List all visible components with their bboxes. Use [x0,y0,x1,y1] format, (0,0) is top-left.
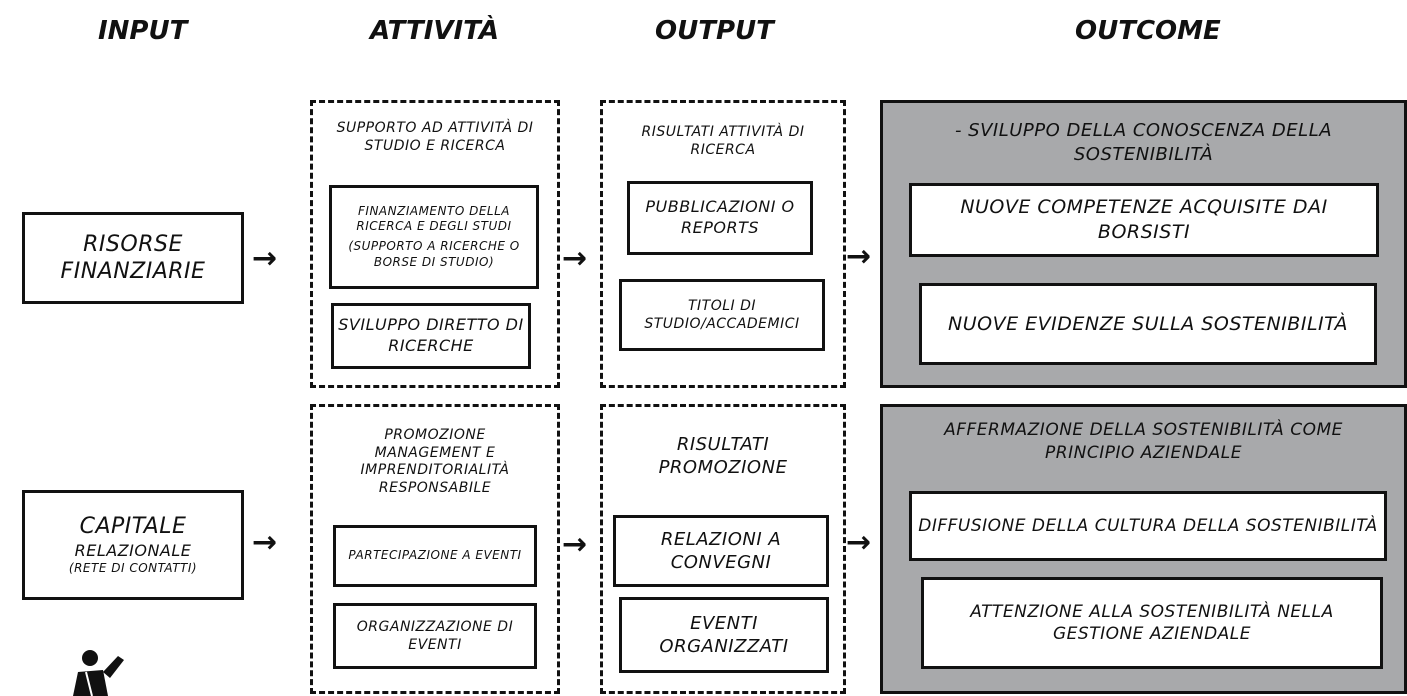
output-relazioni-convegni: RELAZIONI A CONVEGNI [613,515,829,587]
eventi-organizzati-label: EVENTI ORGANIZZATI [659,612,789,657]
output-ricerca-title: RISULTATI ATTIVITÀ DI RICERCA [641,124,805,159]
output-eventi-organizzati: EVENTI ORGANIZZATI [619,597,829,673]
activity-group-promozione: PROMOZIONE MANAGEMENT E IMPRENDITORIALIT… [310,404,560,694]
outcome-attenzione-gestione: ATTENZIONE ALLA SOSTENIBILITÀ NELLA GEST… [921,577,1383,669]
outcome-nuove-competenze: NUOVE COMPETENZE ACQUISITE DAI BORSISTI [909,183,1379,257]
nuove-competenze-label: NUOVE COMPETENZE ACQUISITE DAI BORSISTI [960,196,1328,243]
input-risorse-finanziarie-label: RISORSE FINANZIARIE [60,231,206,285]
outcome-conoscenza-title: - SVILUPPO DELLA CONOSCENZA DELLA SOSTEN… [954,120,1333,166]
activity-partecipazione-eventi: PARTECIPAZIONE A EVENTI [333,525,537,587]
arrow-output-outcome-bottom: → [846,525,872,560]
output-group-ricerca: RISULTATI ATTIVITÀ DI RICERCA PUBBLICAZI… [600,100,846,388]
outcome-affermazione-title: AFFERMAZIONE DELLA SOSTENIBILITÀ COME PR… [944,420,1343,463]
input-risorse-finanziarie: RISORSE FINANZIARIE [22,212,244,304]
output-promozione-title: RISULTATI PROMOZIONE [658,434,788,479]
input-capitale-relazionale: CAPITALE RELAZIONALE (RETE DI CONTATTI) [22,490,244,600]
output-group-promozione: RISULTATI PROMOZIONE RELAZIONI A CONVEGN… [600,404,846,694]
partecipazione-eventi-label: PARTECIPAZIONE A EVENTI [348,548,522,563]
nuove-evidenze-label: NUOVE EVIDENZE SULLA SOSTENIBILITÀ [948,312,1348,335]
activity-ricerca-title: SUPPORTO AD ATTIVITÀ DI STUDIO E RICERCA [336,120,534,155]
relazioni-convegni-label: RELAZIONI A CONVEGNI [660,528,782,573]
activity-group-ricerca: SUPPORTO AD ATTIVITÀ DI STUDIO E RICERCA… [310,100,560,388]
header-output: OUTPUT [655,16,774,46]
header-input: INPUT [98,16,188,46]
diffusione-cultura-label: DIFFUSIONE DELLA CULTURA DELLA SOSTENIBI… [918,515,1378,536]
arrow-activity-output-top: → [562,241,588,276]
finanziamento-line2: (SUPPORTO A RICERCHE O BORSE DI STUDIO) [348,239,520,269]
outcome-nuove-evidenze: NUOVE EVIDENZE SULLA SOSTENIBILITÀ [919,283,1377,365]
attenzione-gestione-label: ATTENZIONE ALLA SOSTENIBILITÀ NELLA GEST… [970,601,1334,644]
header-outcome: OUTCOME [1075,16,1221,46]
outcome-group-conoscenza: - SVILUPPO DELLA CONOSCENZA DELLA SOSTEN… [880,100,1407,388]
titoli-studio-label: TITOLI DI STUDIO/ACCADEMICI [644,297,800,332]
arrow-activity-output-bottom: → [562,527,588,562]
outcome-diffusione-cultura: DIFFUSIONE DELLA CULTURA DELLA SOSTENIBI… [909,491,1387,561]
output-pubblicazioni: PUBBLICAZIONI O REPORTS [627,181,813,255]
finanziamento-line1: FINANZIAMENTO DELLA RICERCA E DEGLI STUD… [356,203,512,234]
capitale-title: CAPITALE [79,514,187,540]
capitale-note: (RETE DI CONTATTI) [68,561,198,576]
pubblicazioni-label: PUBBLICAZIONI O REPORTS [645,197,795,237]
activity-organizzazione-eventi: ORGANIZZAZIONE DI EVENTI [333,603,537,669]
arrow-input-activity-top: → [252,241,278,276]
outcome-group-affermazione: AFFERMAZIONE DELLA SOSTENIBILITÀ COME PR… [880,404,1407,694]
person-figure-icon [73,650,124,696]
sviluppo-ricerche-label: SVILUPPO DIRETTO DI RICERCHE [338,315,524,355]
output-titoli-studio: TITOLI DI STUDIO/ACCADEMICI [619,279,825,351]
organizzazione-eventi-label: ORGANIZZAZIONE DI EVENTI [356,618,514,653]
activity-promozione-title: PROMOZIONE MANAGEMENT E IMPRENDITORIALIT… [360,427,510,496]
activity-sviluppo-ricerche: SVILUPPO DIRETTO DI RICERCHE [331,303,531,369]
arrow-input-activity-bottom: → [252,525,278,560]
capitale-sub: RELAZIONALE [74,540,192,560]
activity-finanziamento: FINANZIAMENTO DELLA RICERCA E DEGLI STUD… [329,185,539,289]
arrow-output-outcome-top: → [846,239,872,274]
header-attivita: ATTIVITÀ [370,16,500,46]
